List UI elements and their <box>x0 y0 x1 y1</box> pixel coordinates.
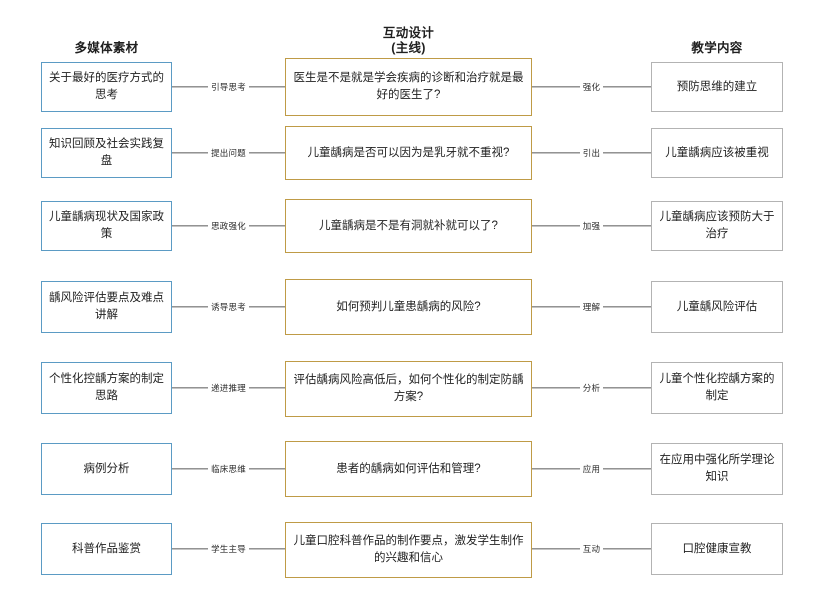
multimedia-material-box[interactable]: 龋风险评估要点及难点讲解 <box>41 281 172 333</box>
teaching-content-box[interactable]: 儿童龋风险评估 <box>651 281 783 333</box>
connector-left: 学生主导 <box>172 541 285 557</box>
connector-right: 强化 <box>532 79 651 95</box>
interaction-design-box[interactable]: 儿童口腔科普作品的制作要点，激发学生制作的兴趣和信心 <box>285 522 532 578</box>
connector-left-label: 递进推理 <box>208 382 249 394</box>
connector-left-label: 引导思考 <box>208 81 249 93</box>
connector-left: 临床思维 <box>172 461 285 477</box>
column-header-interaction-design: 互动设计 (主线) <box>285 26 532 56</box>
connector-right-label: 引出 <box>579 147 604 159</box>
teaching-content-box[interactable]: 在应用中强化所学理论知识 <box>651 443 783 495</box>
teaching-content-box[interactable]: 口腔健康宣教 <box>651 523 783 575</box>
connector-left-label: 临床思维 <box>208 463 249 475</box>
interaction-design-box[interactable]: 如何预判儿童患龋病的风险? <box>285 279 532 335</box>
connector-left: 诱导思考 <box>172 299 285 315</box>
column-header-interaction-design-line1: 互动设计 <box>382 26 435 40</box>
interaction-design-box[interactable]: 儿童龋病是否可以因为是乳牙就不重视? <box>285 126 532 180</box>
connector-left-label: 诱导思考 <box>208 301 249 313</box>
multimedia-material-box[interactable]: 个性化控龋方案的制定思路 <box>41 362 172 414</box>
interaction-design-box[interactable]: 评估龋病风险高低后，如何个性化的制定防龋方案? <box>285 361 532 417</box>
connector-left: 思政强化 <box>172 218 285 234</box>
connector-left: 引导思考 <box>172 79 285 95</box>
connector-left-label: 思政强化 <box>208 220 249 232</box>
connector-right: 理解 <box>532 299 651 315</box>
teaching-content-box[interactable]: 儿童龋病应该预防大于治疗 <box>651 201 783 251</box>
connector-left: 递进推理 <box>172 380 285 396</box>
multimedia-material-box[interactable]: 病例分析 <box>41 443 172 495</box>
multimedia-material-box[interactable]: 科普作品鉴赏 <box>41 523 172 575</box>
multimedia-material-box[interactable]: 关于最好的医疗方式的思考 <box>41 62 172 112</box>
column-header-interaction-design-line2: (主线) <box>391 41 426 55</box>
connector-right-label: 强化 <box>579 81 604 93</box>
interaction-design-box[interactable]: 儿童龋病是不是有洞就补就可以了? <box>285 199 532 253</box>
interaction-design-box[interactable]: 患者的龋病如何评估和管理? <box>285 441 532 497</box>
multimedia-material-box[interactable]: 知识回顾及社会实践复盘 <box>41 128 172 178</box>
connector-right-label: 互动 <box>579 543 604 555</box>
teaching-content-box[interactable]: 预防思维的建立 <box>651 62 783 112</box>
connector-right-label: 理解 <box>579 301 604 313</box>
multimedia-material-box[interactable]: 儿童龋病现状及国家政策 <box>41 201 172 251</box>
connector-right: 应用 <box>532 461 651 477</box>
connector-right-label: 加强 <box>579 220 604 232</box>
column-header-teaching-content: 教学内容 <box>691 41 743 55</box>
connector-right: 引出 <box>532 145 651 161</box>
connector-left-label: 学生主导 <box>208 543 249 555</box>
connector-left: 提出问题 <box>172 145 285 161</box>
interaction-design-box[interactable]: 医生是不是就是学会疾病的诊断和治疗就是最好的医生了? <box>285 58 532 116</box>
connector-right-label: 应用 <box>579 463 604 475</box>
teaching-content-box[interactable]: 儿童龋病应该被重视 <box>651 128 783 178</box>
column-header-multimedia: 多媒体素材 <box>74 41 139 55</box>
connector-left-label: 提出问题 <box>208 147 249 159</box>
connector-right-label: 分析 <box>579 382 604 394</box>
teaching-content-box[interactable]: 儿童个性化控龋方案的制定 <box>651 362 783 414</box>
connector-right: 互动 <box>532 541 651 557</box>
connector-right: 分析 <box>532 380 651 396</box>
connector-right: 加强 <box>532 218 651 234</box>
